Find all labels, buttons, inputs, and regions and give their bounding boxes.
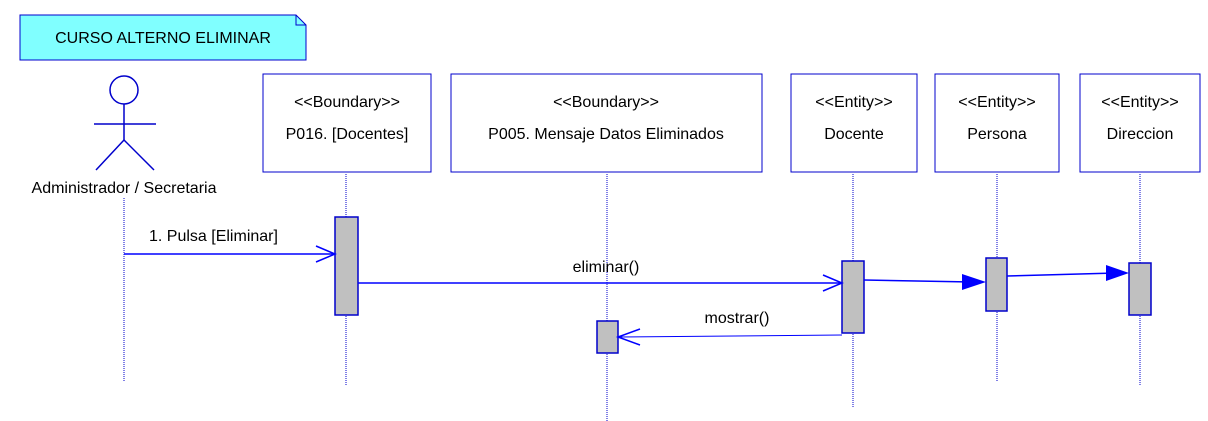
lifeline-stereotype: <<Entity>> (815, 94, 892, 111)
lifeline-name: Persona (967, 126, 1027, 143)
message-label: eliminar() (573, 259, 640, 276)
actor-label: Administrador / Secretaria (32, 180, 217, 197)
lifeline-name: Direccion (1107, 126, 1174, 143)
filled-arrowhead-icon (1106, 265, 1129, 281)
lifeline-stereotype: <<Boundary>> (294, 94, 400, 111)
note-text: CURSO ALTERNO ELIMINAR (55, 30, 271, 47)
lifeline-name: Docente (824, 126, 884, 143)
lifeline-stereotype: <<Entity>> (1101, 94, 1178, 111)
filled-arrowhead-icon (962, 274, 986, 290)
open-arrowhead-icon (615, 328, 641, 346)
lifeline-box-direccion[interactable]: <<Entity>> Direccion (1079, 73, 1201, 173)
lifeline-name: P005. Mensaje Datos Eliminados (488, 126, 724, 143)
activation-bar-direccion (1128, 262, 1152, 316)
activation-bar-p005 (596, 320, 619, 354)
message-persona-direccion[interactable] (1006, 265, 1129, 281)
actor-administrador[interactable]: Administrador / Secretaria (32, 75, 217, 197)
message-eliminar[interactable]: eliminar() (358, 259, 844, 292)
lifeline-box-p005[interactable]: <<Boundary>> P005. Mensaje Datos Elimina… (450, 73, 763, 173)
open-arrowhead-icon (822, 274, 844, 292)
activation-bar-p016 (334, 216, 359, 316)
actor-icon (94, 75, 156, 171)
activation-bar-docente (841, 260, 865, 334)
open-arrowhead-icon (315, 245, 337, 263)
lifeline-box-p016[interactable]: <<Boundary>> P016. [Docentes] (262, 73, 432, 173)
message-label: mostrar() (705, 310, 770, 327)
lifeline-name: P016. [Docentes] (286, 126, 409, 143)
message-docente-persona[interactable] (863, 274, 986, 290)
activation-bar-persona (985, 257, 1008, 312)
message-pulsa-eliminar[interactable]: 1. Pulsa [Eliminar] (124, 228, 337, 263)
lifeline-box-persona[interactable]: <<Entity>> Persona (934, 73, 1060, 173)
lifeline-stereotype: <<Boundary>> (553, 94, 659, 111)
lifeline-stereotype: <<Entity>> (958, 94, 1035, 111)
lifeline-box-docente[interactable]: <<Entity>> Docente (790, 73, 918, 173)
message-label: 1. Pulsa [Eliminar] (149, 228, 278, 245)
note[interactable]: CURSO ALTERNO ELIMINAR (19, 14, 307, 61)
message-mostrar[interactable]: mostrar() (615, 310, 843, 346)
